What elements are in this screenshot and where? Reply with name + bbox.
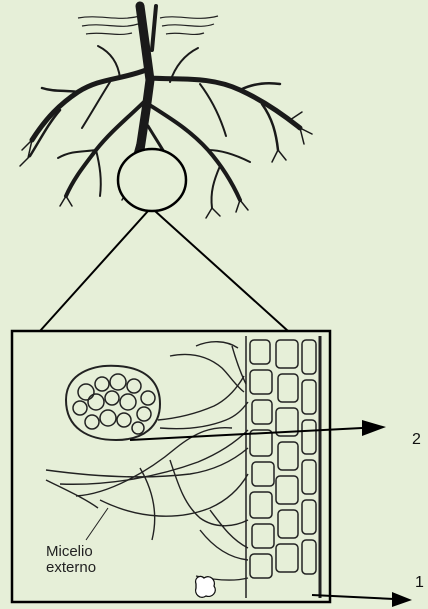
mycelium-label-line2: externo <box>46 560 96 576</box>
mycelium-label: Micelio externo <box>46 544 96 576</box>
label-1: 1 <box>415 575 424 591</box>
small-spore <box>196 576 216 597</box>
label-2: 2 <box>412 432 421 448</box>
zoom-lines <box>40 211 288 331</box>
mycelium-label-line1: Micelio <box>46 544 96 560</box>
magnification-circle <box>118 149 186 211</box>
